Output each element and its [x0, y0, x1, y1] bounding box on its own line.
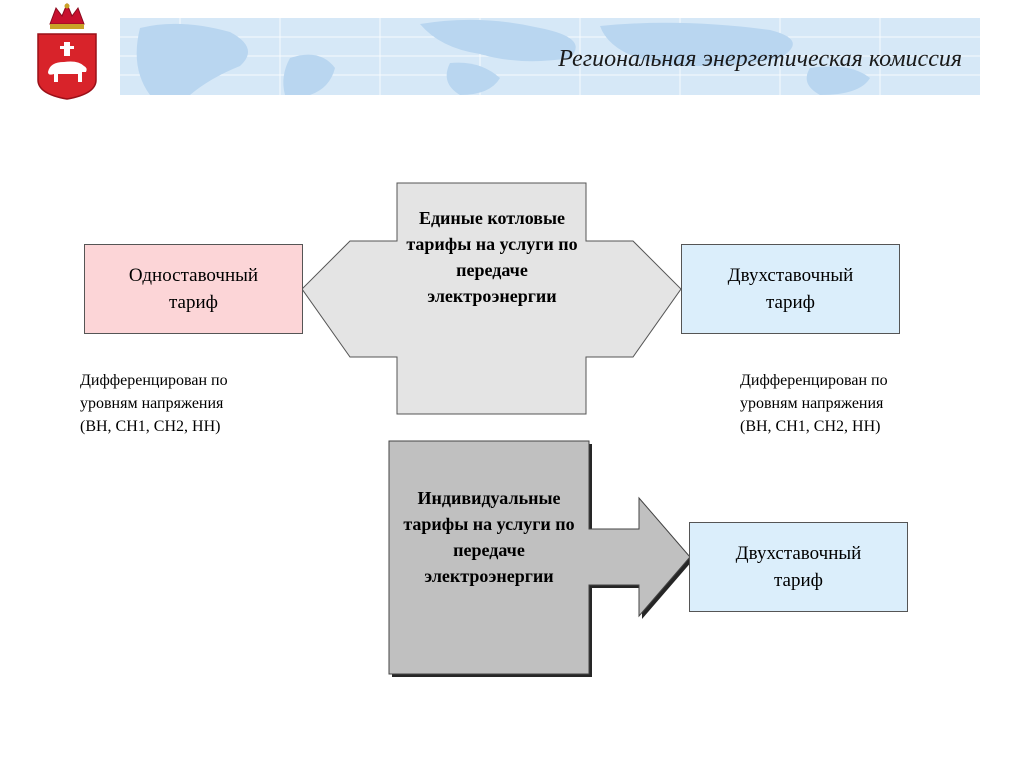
two-rate-tariff-label-bottom: Двухставочный тариф — [735, 543, 862, 591]
unified-tariffs-label: Единые котловые тарифы на услуги по пере… — [406, 208, 578, 306]
two-rate-tariff-label-top: Двухставочный тариф — [727, 265, 854, 313]
individual-tariffs-arrow — [388, 440, 691, 675]
header-banner: Региональная энергетическая комиссия — [120, 18, 980, 95]
perm-krai-coat-of-arms-icon — [37, 2, 97, 100]
unified-tariffs-double-arrow — [301, 182, 682, 415]
single-rate-tariff-box: Одноставочный тариф — [84, 244, 303, 334]
page-title: Региональная энергетическая комиссия — [558, 46, 962, 72]
two-rate-tariff-box-bottom: Двухставочный тариф — [689, 522, 908, 612]
world-map-background — [120, 18, 980, 95]
single-rate-tariff-label: Одноставочный тариф — [128, 265, 259, 313]
voltage-differentiation-note-left: Дифференцирован по уровням напряжения (В… — [80, 372, 228, 435]
voltage-differentiation-note-right: Дифференцирован по уровням напряжения (В… — [740, 372, 888, 435]
individual-tariffs-label: Индивидуальные тарифы на услуги по перед… — [403, 488, 575, 586]
two-rate-tariff-box-top: Двухставочный тариф — [681, 244, 900, 334]
